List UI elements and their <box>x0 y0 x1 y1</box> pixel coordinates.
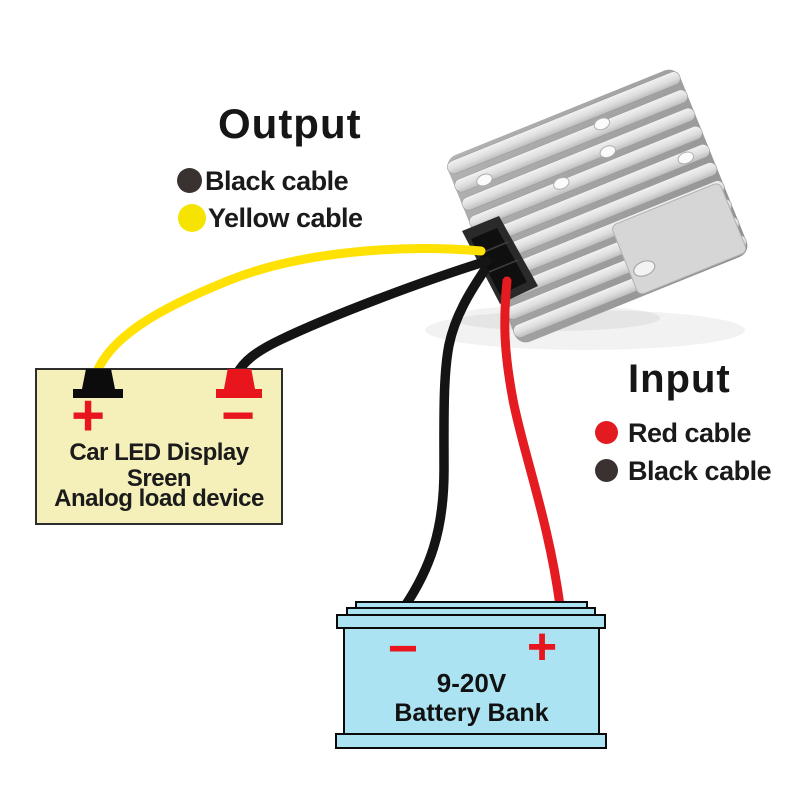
screw-hole <box>677 151 695 165</box>
input-red-cable-label: Red cable <box>628 418 752 448</box>
black-input-wire <box>400 266 489 611</box>
input-legend-title: Input <box>628 357 731 401</box>
input-black-cable-label: Black cable <box>628 456 772 486</box>
output-yellow-cable-dot <box>178 204 206 232</box>
black-output-wire <box>232 256 492 379</box>
input-black-cable-dot <box>595 459 618 482</box>
yellow-output-wire <box>91 244 486 379</box>
load-positive-terminal-flange <box>73 389 123 398</box>
converter-heatsink <box>447 69 748 343</box>
screw-hole <box>599 145 617 159</box>
load-negative-terminal-flange <box>216 389 262 398</box>
wire-connector-body <box>471 228 527 295</box>
plus-sign: + <box>71 383 105 448</box>
screw-hole <box>593 117 611 131</box>
screw-hole <box>553 176 570 190</box>
heatsink-fin <box>447 71 681 175</box>
heatsink-fin <box>469 125 703 229</box>
battery-plus-sign: + <box>526 618 558 676</box>
battery-voltage: 9-20V <box>436 668 507 698</box>
load-device-box: + − Car LED Display Sreen Analog load de… <box>35 368 283 525</box>
battery-minus-sign: − <box>387 620 419 678</box>
load-positive-terminal <box>82 369 115 389</box>
load-device-name: Car LED Display Sreen <box>69 439 249 492</box>
load-device-subtitle: Analog load device <box>54 485 264 512</box>
screw-hole <box>476 173 493 187</box>
heatsink-fin <box>454 89 688 193</box>
battery-base <box>335 733 607 749</box>
load-negative-terminal <box>224 369 255 389</box>
battery-body: − + 9-20V Battery Bank <box>343 621 600 735</box>
input-red-cable-dot <box>595 421 618 444</box>
battery-name: Battery Bank <box>394 699 549 727</box>
heatsink-fin <box>461 107 696 211</box>
output-black-cable-dot <box>177 168 202 193</box>
red-input-wire <box>500 276 565 611</box>
connector-slot <box>488 259 519 273</box>
minus-sign: − <box>221 383 255 448</box>
output-black-cable-label: Black cable <box>205 166 349 196</box>
mount-hole <box>633 260 656 277</box>
output-legend-title: Output <box>218 100 362 147</box>
output-yellow-cable-label: Yellow cable <box>208 203 363 233</box>
